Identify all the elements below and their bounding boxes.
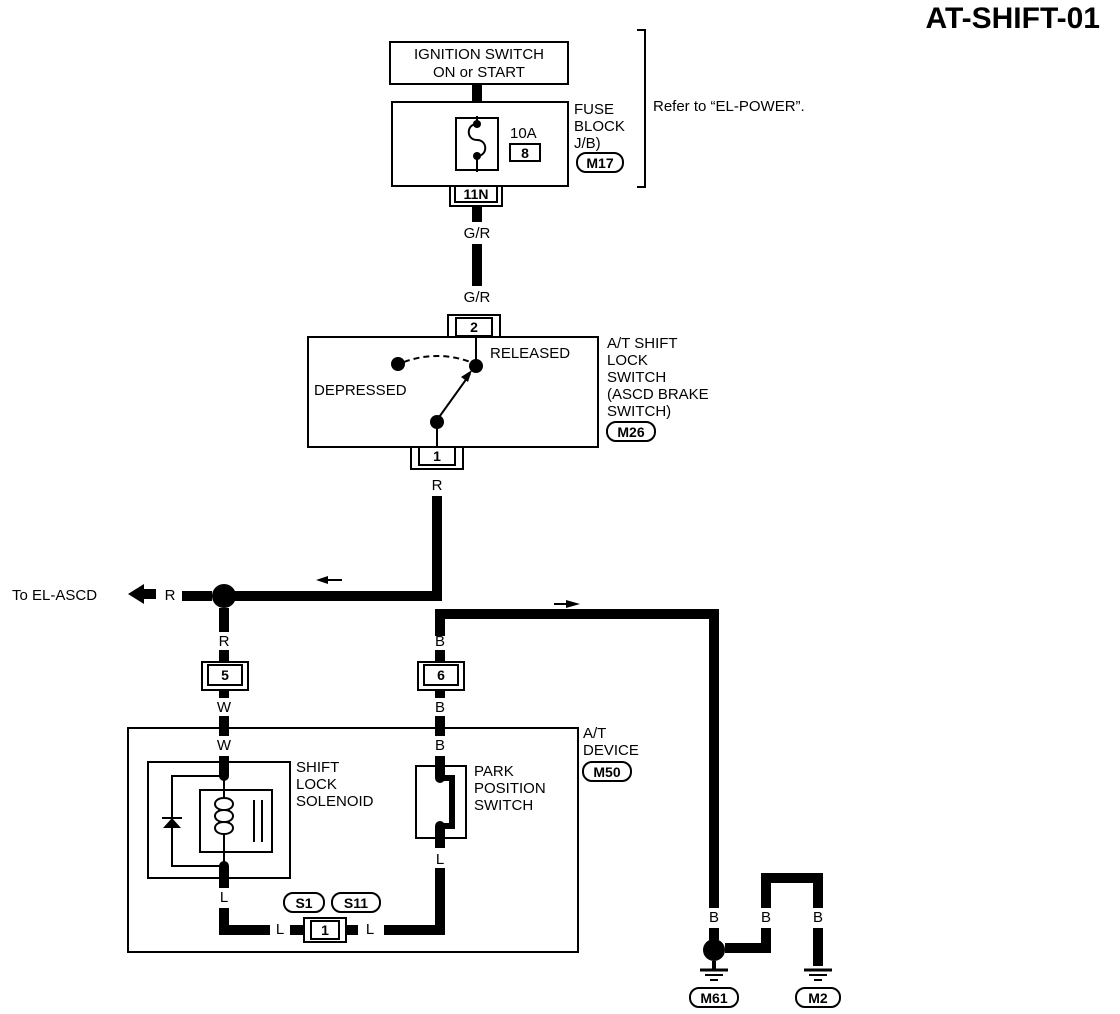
- fuse-label-1: FUSE: [574, 101, 614, 118]
- ignition-switch-state: ON or START: [433, 64, 525, 81]
- pin-5: 5: [221, 667, 229, 683]
- wire-label-b-mid: B: [761, 909, 771, 926]
- page-title: AT-SHIFT-01: [926, 2, 1100, 35]
- ignition-switch-box: IGNITION SWITCH ON or START: [389, 41, 569, 85]
- at-device-box: [127, 727, 579, 953]
- fuse-terminal: 11N: [464, 186, 489, 202]
- wire-label-l-left: L: [276, 921, 284, 938]
- wire-r-main: [224, 496, 442, 601]
- ground-icon: [700, 961, 728, 981]
- wire-label-l-right: L: [366, 921, 374, 938]
- park-label-2: POSITION: [474, 780, 546, 797]
- ignition-switch-label: IGNITION SWITCH: [414, 46, 544, 63]
- ground-m61: M61: [700, 990, 727, 1006]
- wire-label-r-switch: R: [432, 477, 443, 494]
- shift-lock-label-3: SWITCH: [607, 369, 666, 386]
- wire-label-b-m2: B: [813, 909, 823, 926]
- fuse-block: 10A 8 FUSE BLOCK J/B) M17 11N: [391, 101, 625, 207]
- park-label-1: PARK: [474, 763, 514, 780]
- wire-label-b-inside: B: [435, 737, 445, 754]
- wire-label-b-pin6: B: [435, 633, 445, 650]
- wire-label-l-solenoid: L: [220, 889, 228, 906]
- released-label: RELEASED: [490, 345, 570, 362]
- shift-lock-pin-1: 1: [433, 448, 441, 464]
- wire-label-r-elascd: R: [165, 587, 176, 604]
- solenoid-label-3: SOLENOID: [296, 793, 374, 810]
- wire-label-gr-bottom: G/R: [464, 289, 491, 306]
- wire-l-right: [384, 868, 445, 935]
- wire-label-b-top: B: [435, 699, 445, 716]
- arrow-icon: [566, 600, 580, 608]
- wire-label-r-pin5: R: [219, 633, 230, 650]
- park-label-3: SWITCH: [474, 797, 533, 814]
- ground-splice: [703, 939, 725, 961]
- shift-lock-solenoid: [147, 756, 291, 888]
- splice-pin-1: 1: [321, 922, 329, 938]
- wire-l-left: [219, 908, 270, 935]
- arrow-icon: [128, 584, 144, 604]
- wire-label-b-m61: B: [709, 909, 719, 926]
- at-device-connector-id: M50: [593, 764, 620, 780]
- shift-lock-connector-id: M26: [617, 424, 644, 440]
- fuse-connector-id: M17: [586, 155, 613, 171]
- shift-lock-pin-2: 2: [470, 319, 478, 335]
- fuse-number: 8: [521, 145, 529, 161]
- wire-b-ground: [435, 609, 719, 908]
- solenoid-label-2: LOCK: [296, 776, 337, 793]
- refer-note: Refer to “EL-POWER”.: [653, 98, 805, 115]
- wire-label-w-bottom: W: [217, 737, 232, 754]
- fuse-element-icon: [467, 116, 487, 172]
- wire-label-l-park: L: [436, 851, 444, 868]
- ground-icon: [804, 968, 832, 981]
- shift-lock-label-4: (ASCD BRAKE: [607, 386, 709, 403]
- wire-label-w-top: W: [217, 699, 232, 716]
- fuse-label-3: J/B): [574, 135, 601, 152]
- pin-6: 6: [437, 667, 445, 683]
- ground-m2: M2: [808, 990, 828, 1006]
- at-device-label-2: DEVICE: [583, 742, 639, 759]
- park-position-switch: [415, 756, 467, 848]
- shift-lock-switch: RELEASED DEPRESSED: [307, 336, 599, 448]
- splice-s1: S1: [295, 895, 312, 911]
- diode-icon: [163, 818, 181, 828]
- coil-icon: [214, 797, 234, 836]
- at-device-label-1: A/T: [583, 725, 606, 742]
- solenoid-label-1: SHIFT: [296, 759, 339, 776]
- shift-lock-label-1: A/T SHIFT: [607, 335, 678, 352]
- fuse-label-2: BLOCK: [574, 118, 625, 135]
- fuse-rating: 10A: [510, 125, 537, 142]
- wire-b-mid: [725, 928, 771, 953]
- splice-s11: S11: [344, 895, 368, 911]
- wire-b-m2: [761, 873, 823, 908]
- shift-lock-label-2: LOCK: [607, 352, 648, 369]
- wire-label-gr-top: G/R: [464, 225, 491, 242]
- splice-point: [212, 584, 236, 608]
- arrow-icon: [316, 576, 328, 584]
- to-el-ascd-label: To EL-ASCD: [12, 587, 97, 604]
- shift-lock-label-5: SWITCH): [607, 403, 671, 420]
- depressed-label: DEPRESSED: [314, 382, 407, 399]
- refer-bracket: [637, 29, 646, 188]
